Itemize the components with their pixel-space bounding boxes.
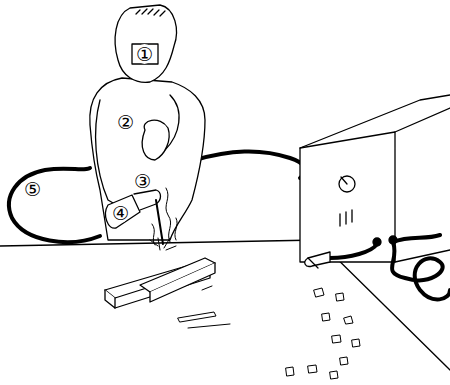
callout-number: ⑤: [24, 179, 41, 199]
electrode: [156, 200, 163, 244]
ground-cable: [330, 235, 450, 299]
welder-person: [90, 5, 205, 240]
callout-number: ③: [134, 171, 151, 191]
arc-flash: [150, 238, 176, 250]
callout-number: ①: [136, 44, 153, 64]
metal-bars: [105, 258, 215, 308]
arc-smoke: [152, 188, 177, 245]
callout-number: ④: [112, 203, 129, 223]
scrap-pieces: [178, 286, 360, 379]
callout-number: ②: [117, 112, 134, 132]
